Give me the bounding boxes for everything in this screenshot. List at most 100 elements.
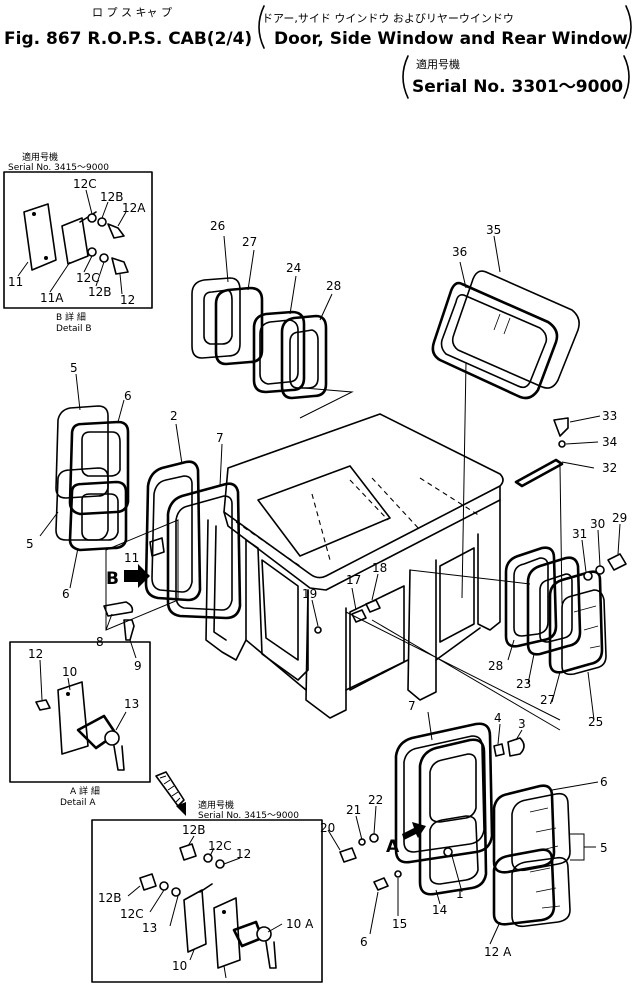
detail-b-serial-kanji: 適用号機 <box>22 151 58 163</box>
detail-c-label: 13 <box>142 921 157 935</box>
detail-c-label: 12C <box>208 839 232 853</box>
part-11-bracket <box>149 537 165 557</box>
detail-b-leaders <box>17 189 127 295</box>
detail-b-label: 12 <box>120 293 135 307</box>
detail-c-box: 適用号機 Serial No. 3415～9000 12B 12C 12 12B… <box>91 799 323 983</box>
hatched-pointer <box>155 771 185 807</box>
part-28-right-label: 28 <box>488 659 503 673</box>
serial-kanji: 適用号機 <box>416 57 460 71</box>
rear-window-label: 36 <box>452 245 467 259</box>
window-25-glass <box>561 589 607 676</box>
detail-a-caption: Detail A <box>60 798 96 808</box>
detail-b-reference-frame <box>105 519 179 631</box>
part-4-label: 4 <box>494 711 502 725</box>
top-side-window-group: 26 27 24 28 <box>191 219 354 419</box>
detail-a-leaders <box>39 659 127 731</box>
detail-a-key-ring <box>104 730 120 746</box>
top-window-label: 24 <box>286 261 301 275</box>
rear-window-reflection <box>493 313 511 335</box>
detail-b-washer-4 <box>99 253 109 263</box>
part-22-washer <box>369 833 379 843</box>
detail-c-plate-hole <box>222 910 226 914</box>
door-lower-window-glass <box>511 856 571 928</box>
right-window-leaders <box>507 523 621 721</box>
detail-b-bolt-1 <box>107 223 125 239</box>
detail-c-plate-10 <box>213 897 241 969</box>
left-door-label: 7 <box>216 431 224 445</box>
detail-b-hole <box>32 212 36 216</box>
part-33-screw <box>553 417 569 437</box>
detail-c-label: 12C <box>120 907 144 921</box>
left-window-label: 5 <box>26 537 34 551</box>
left-window-label: 5 <box>70 361 78 375</box>
detail-b-label: 12C <box>76 271 100 285</box>
cab-roof-edge <box>223 485 501 591</box>
b-arrow-group: B 11 8 9 <box>96 519 179 673</box>
detail-c-bracket-arm <box>199 883 213 893</box>
window-26-inner <box>203 289 233 345</box>
cab-side-opening-mid <box>349 585 405 691</box>
top-window-label: 28 <box>326 279 341 293</box>
detail-b-serial: Serial No. 3415～9000 <box>8 163 109 173</box>
detail-c-leaders <box>127 835 283 979</box>
detail-a-box: 12 10 13 A 詳 細 Detail A <box>9 641 151 808</box>
detail-c-label: 12B <box>98 891 122 905</box>
detail-c-washer-left-1 <box>159 881 169 891</box>
detail-a-key <box>113 745 125 771</box>
arrow-a-letter: A <box>386 837 400 857</box>
detail-a-caption-kanji: A 詳 細 <box>70 785 100 797</box>
detail-b-washer-1 <box>87 213 97 223</box>
detail-b-label: 12B <box>100 190 124 204</box>
door-lower-window-reflection <box>529 867 561 909</box>
detail-b-bracket <box>61 217 89 265</box>
detail-c-bracket-10a <box>183 889 207 953</box>
part-32-handle <box>514 458 564 488</box>
detail-b-washer-2 <box>97 217 107 227</box>
window-27-seal <box>214 286 264 366</box>
detail-c-bolt-top <box>179 843 197 861</box>
part-19-label: 19 <box>302 587 317 601</box>
part-17-label: 17 <box>346 573 361 587</box>
detail-c-label: 10 <box>172 959 187 973</box>
paren-left-1 <box>258 5 265 49</box>
detail-b-hole2 <box>44 256 48 260</box>
title-kana: ロ プ ス キャ プ <box>92 6 172 19</box>
detail-b-bolt-2 <box>111 257 129 275</box>
right-side-window-group: 31 30 29 28 23 27 25 <box>488 511 627 729</box>
paren-right-2 <box>623 55 630 99</box>
left-lower-window-inner <box>81 493 119 541</box>
part-20-label: 20 <box>320 821 335 835</box>
part-3-label: 3 <box>518 717 526 731</box>
part-4-nut <box>493 743 505 757</box>
detail-a-hole <box>66 692 70 696</box>
cab-projection-door <box>345 611 561 731</box>
top-window-label: 27 <box>242 235 257 249</box>
part-34-label: 34 <box>602 435 617 449</box>
header: ロ プ ス キャ プ Fig. 867 R.O.P.S. CAB(2/4) ドア… <box>4 5 632 99</box>
detail-b-label: 12A <box>122 201 146 215</box>
door-1-lower-opening <box>429 815 479 885</box>
detail-b-caption-kanji: B 詳 細 <box>56 311 86 323</box>
part-6-door1-label: 6 <box>600 775 608 789</box>
rear-window-label: 35 <box>486 223 501 237</box>
cab-mount-leaders <box>311 573 379 627</box>
cab-side-opening-front <box>261 559 299 661</box>
detail-b-washer-3 <box>87 247 97 257</box>
window-25-reflection <box>573 605 601 649</box>
detail-b-plate <box>23 203 57 271</box>
detail-c-key-ring <box>256 926 272 942</box>
detail-a-label: 10 <box>62 665 77 679</box>
left-door-seal-group: 2 7 <box>144 409 242 620</box>
detail-a-label: 13 <box>124 697 139 711</box>
part-14-washer <box>394 870 402 878</box>
detail-c-label: 12B <box>182 823 206 837</box>
part-27-right-label: 27 <box>540 693 555 707</box>
door-bottom-leaders <box>369 855 463 935</box>
window-28-seal <box>280 314 328 400</box>
part-16-knob <box>443 847 453 857</box>
cab-side-pillar-rear <box>407 559 437 701</box>
figure-title: Fig. 867 R.O.P.S. CAB(2/4) <box>4 29 252 49</box>
part-6-door2-label: 12 A <box>484 945 512 959</box>
left-upper-window-inner <box>81 431 121 477</box>
detail-b-frame <box>3 171 153 309</box>
